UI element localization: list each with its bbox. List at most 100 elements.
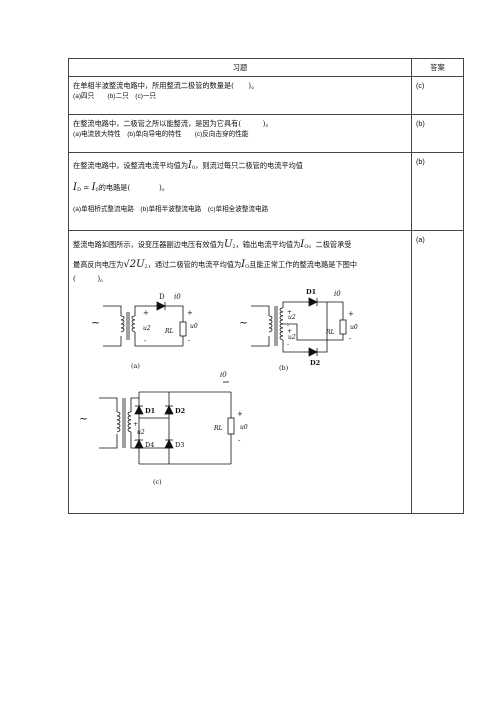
question-text-4-line1: 整流电路如图所示，设变压器副边电压有效值为U2，输出电流平均值为IO。二极管承受 [73,239,407,253]
var-io: I [300,239,305,250]
label-uo-c: u0 [240,424,248,431]
answer-cell-4: (a) [411,230,464,514]
plus-u2-c: + [133,421,138,428]
question-cell-4: 整流电路如图所示，设变压器副边电压有效值为U2，输出电流平均值为IO。二极管承受… [68,230,412,514]
sqrt2: √2 [123,259,137,270]
var-u2b-sub: 2 [144,264,148,270]
label-u2-b2: u2 [288,334,296,341]
condition-rest: 的电路是( )。 [98,183,169,192]
label-rl-c: RL [213,425,223,432]
plus-uo-c: + [237,410,243,418]
minus-u2-c: - [134,437,136,444]
question-text-3a: 在整流电路中，设整流电流平均值为 [73,161,189,170]
question-text-1: 在单相半波整流电路中，所用整流二极管的数量是( )。 [73,81,259,90]
var-u2b: U [136,259,145,270]
var-id: I [73,182,77,193]
label-uo-a: u0 [190,323,198,330]
header-exercise: 习题 [68,58,412,77]
options-text-2: (a)电流放大特性 (b)单向导电的特性 (c)反向击穿的性能 [73,131,249,138]
answer-cell-3: (b) [411,152,464,231]
var-io2-sub: O [245,264,250,270]
ac-source-c: ~ [79,412,88,425]
question-row-4: 整流电路如图所示，设变压器副边电压有效值为U2，输出电流平均值为IO。二极管承受… [68,230,464,514]
label-u2-b1: u2 [288,314,296,321]
diode-d2-b [308,347,318,357]
condition-text-3: ID = I0的电路是( )。 [73,182,407,196]
q4-e: ，通过二极管的电流平均值为 [147,260,242,269]
ac-source-a: ~ [91,316,100,329]
label-io-a: i0 [174,293,181,301]
label-rl-b: RL [325,329,335,336]
header-answer: 答案 [411,58,464,77]
q4-a: 整流电路如图所示，设变压器副边电压有效值为 [73,240,224,249]
label-d4-c: D4 [145,441,154,449]
diode-d4-c [134,439,144,449]
minus-b1: - [287,322,289,329]
question-row-2: 在整流电路中，二极管之所以能整流，是因为它具有( )。 (a)电流放大特性 (b… [68,114,464,153]
transformer-secondary-c [127,411,132,433]
label-d2-b: D2 [310,359,320,367]
minus-uo-a: - [188,337,191,345]
caption-b: (b) [279,364,289,372]
diode-d-a [156,301,166,311]
minus-b2: - [287,341,289,348]
question-text-4-line3: ( )。 [73,274,108,283]
transformer-primary-b [268,315,273,333]
diode-d3-c [164,439,174,449]
diode-d1-c [134,405,144,415]
minus-uo-b: - [349,335,352,343]
question-text-4-line2: 最高反向电压为√2U2，通过二极管的电流平均值为IO且能正常工作的整流电路是下图… [73,259,407,273]
label-u2-c: u2 [137,429,145,436]
plus-b2: + [287,328,292,335]
var-i0: I [188,160,192,171]
transformer-secondary-b [279,307,284,341]
minus-uo-c: - [238,437,241,445]
label-io-b: i0 [334,290,341,298]
question-cell-3: 在整流电路中，设整流电流平均值为I0，则流过每只二极管的电流平均值 ID = I… [68,152,412,231]
options-text-3: (a)单相桥式整流电路 (b)单相半波整流电路 (c)单相全波整流电路 [73,206,269,213]
question-row-3: 在整流电路中，设整流电流平均值为I0，则流过每只二极管的电流平均值 ID = I… [68,152,464,231]
q4-c: 。二极管承受 [308,240,352,249]
circuit-c: ~ [79,371,248,486]
diode-d2-c [164,405,174,415]
transformer-secondary-a [131,315,136,333]
label-u2-a: u2 [143,325,151,332]
label-uo-b: u0 [350,324,358,331]
minus-u2-a: - [144,337,147,345]
plus-uo-a: + [187,309,193,317]
question-row-1: 在单相半波整流电路中，所用整流二极管的数量是( )。 (a)四只 (b)二只 (… [68,76,464,115]
transformer-primary-a [120,315,125,333]
load-resistor-b [339,319,347,335]
rectifier-circuits-figure: ~ D i0 + u2 - [79,288,358,486]
var-io-sub: O [304,244,309,250]
answer-cell-1: (c) [411,76,464,115]
circuit-b: ~ D1 D2 [239,288,358,372]
question-text-2: 在整流电路中，二极管之所以能整流，是因为它具有( )。 [73,119,273,128]
q4-f: 且能正常工作的整流电路是下图中 [249,260,358,269]
question-cell-2: 在整流电路中，二极管之所以能整流，是因为它具有( )。 (a)电流放大特性 (b… [68,114,412,153]
plus-uo-b: + [348,310,354,318]
label-d3-c: D3 [175,441,184,449]
ac-source-b: ~ [239,316,248,329]
var-u2-sub: 2 [232,244,236,250]
var-i0b-sub: 0 [95,187,99,193]
header-row: 习题 答案 [68,58,464,77]
circuit-a: ~ D i0 + u2 - [91,293,198,370]
diode-d1-b [308,297,318,307]
var-i0b: I [91,182,96,193]
var-i0-sub: 0 [191,165,196,171]
q4-d: 最高反向电压为 [73,260,124,269]
label-io-c: i0 [220,371,227,379]
load-resistor-c [227,417,235,435]
label-d1-c: D1 [145,407,155,415]
var-id-sub: D [76,187,81,193]
var-u2: U [223,239,233,250]
q4-b: ，输出电流平均值为 [235,240,301,249]
label-d2-c: D2 [175,407,185,415]
plus-b1: + [287,309,292,316]
var-io2: I [241,259,246,270]
equals-sign: = [80,183,92,192]
plus-u2-a: + [143,309,149,317]
question-text-3: 在整流电路中，设整流电流平均值为I0，则流过每只二极管的电流平均值 [73,160,407,174]
